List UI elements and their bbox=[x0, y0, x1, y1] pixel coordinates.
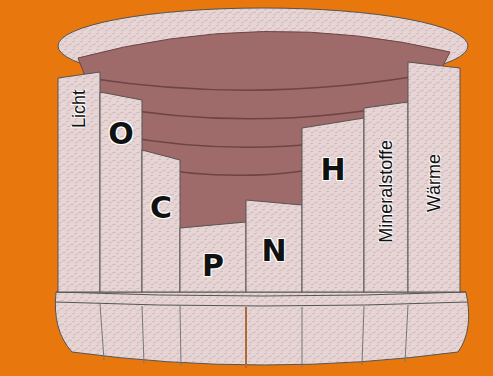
stave-label: P bbox=[180, 248, 246, 283]
barrel-stave: Licht bbox=[58, 72, 100, 292]
barrel-stave: C bbox=[142, 150, 180, 292]
stave-label: C bbox=[142, 190, 180, 225]
barrel-stave: O bbox=[100, 92, 142, 292]
stave-label: Mineralstoffe bbox=[376, 140, 397, 243]
stave-shape bbox=[180, 222, 246, 292]
stave-shape bbox=[100, 92, 142, 292]
stave-label: H bbox=[302, 152, 364, 187]
barrel-stave: H bbox=[302, 118, 364, 292]
stave-shape bbox=[58, 72, 100, 292]
barrel-stave: N bbox=[246, 200, 302, 292]
stave-label: Licht bbox=[69, 90, 90, 128]
barrel-stave: Mineralstoffe bbox=[364, 102, 408, 292]
stave-lines bbox=[100, 304, 408, 368]
barrel-hoops bbox=[55, 292, 467, 306]
barrel-bottom bbox=[55, 292, 468, 365]
stave-shape bbox=[408, 62, 460, 292]
stave-outline bbox=[302, 118, 364, 292]
stave-label: N bbox=[246, 233, 302, 268]
barrel-stave: P bbox=[180, 222, 246, 292]
stave-label: Wärme bbox=[424, 154, 445, 212]
stave-shape bbox=[142, 150, 180, 292]
stave-shape bbox=[246, 200, 302, 292]
barrel-stave: Wärme bbox=[408, 62, 460, 292]
stave-label: O bbox=[100, 116, 142, 151]
stave-shape bbox=[302, 118, 364, 292]
stave-shape bbox=[364, 102, 408, 292]
